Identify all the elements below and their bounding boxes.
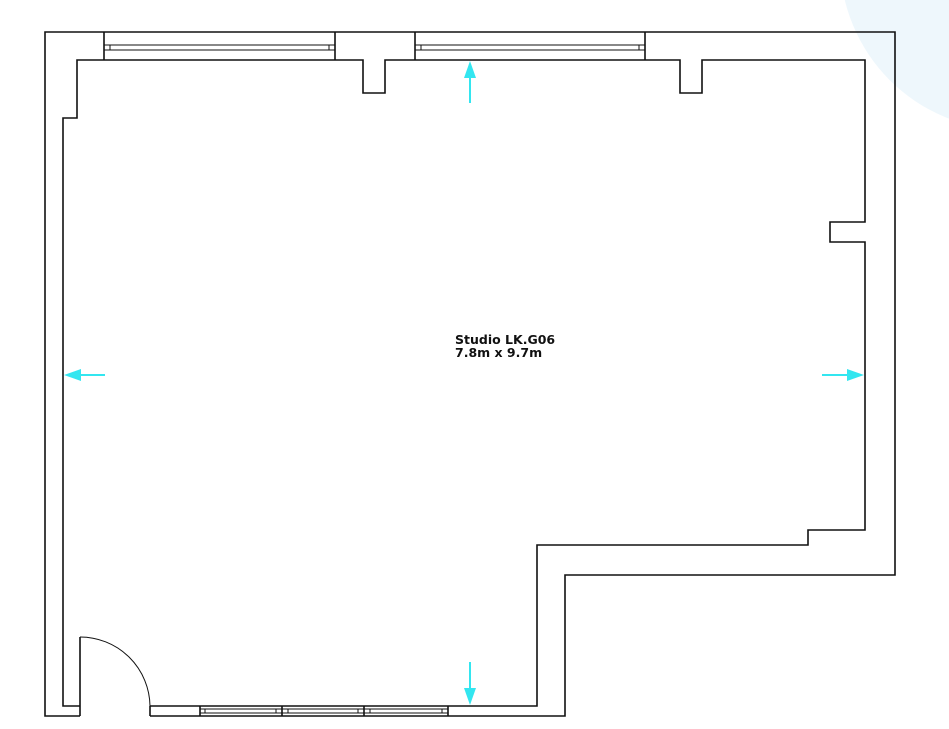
room-dimensions: 7.8m x 9.7m bbox=[455, 345, 543, 360]
room-name: Studio LK.G06 bbox=[455, 332, 556, 347]
room-label: Studio LK.G06 7.8m x 9.7m bbox=[455, 333, 555, 359]
window-bottom bbox=[199, 706, 449, 716]
arrow-left-icon bbox=[64, 369, 105, 381]
door-swing bbox=[79, 636, 151, 707]
arrow-down-icon bbox=[464, 662, 476, 705]
arrow-up-icon bbox=[464, 61, 476, 103]
arrow-right-icon bbox=[822, 369, 864, 381]
inner-wall bbox=[62, 59, 866, 707]
window-top-left bbox=[103, 32, 336, 60]
outer-wall bbox=[44, 31, 896, 717]
corner-accent-shape bbox=[844, 0, 949, 119]
window-top-right bbox=[414, 32, 646, 60]
